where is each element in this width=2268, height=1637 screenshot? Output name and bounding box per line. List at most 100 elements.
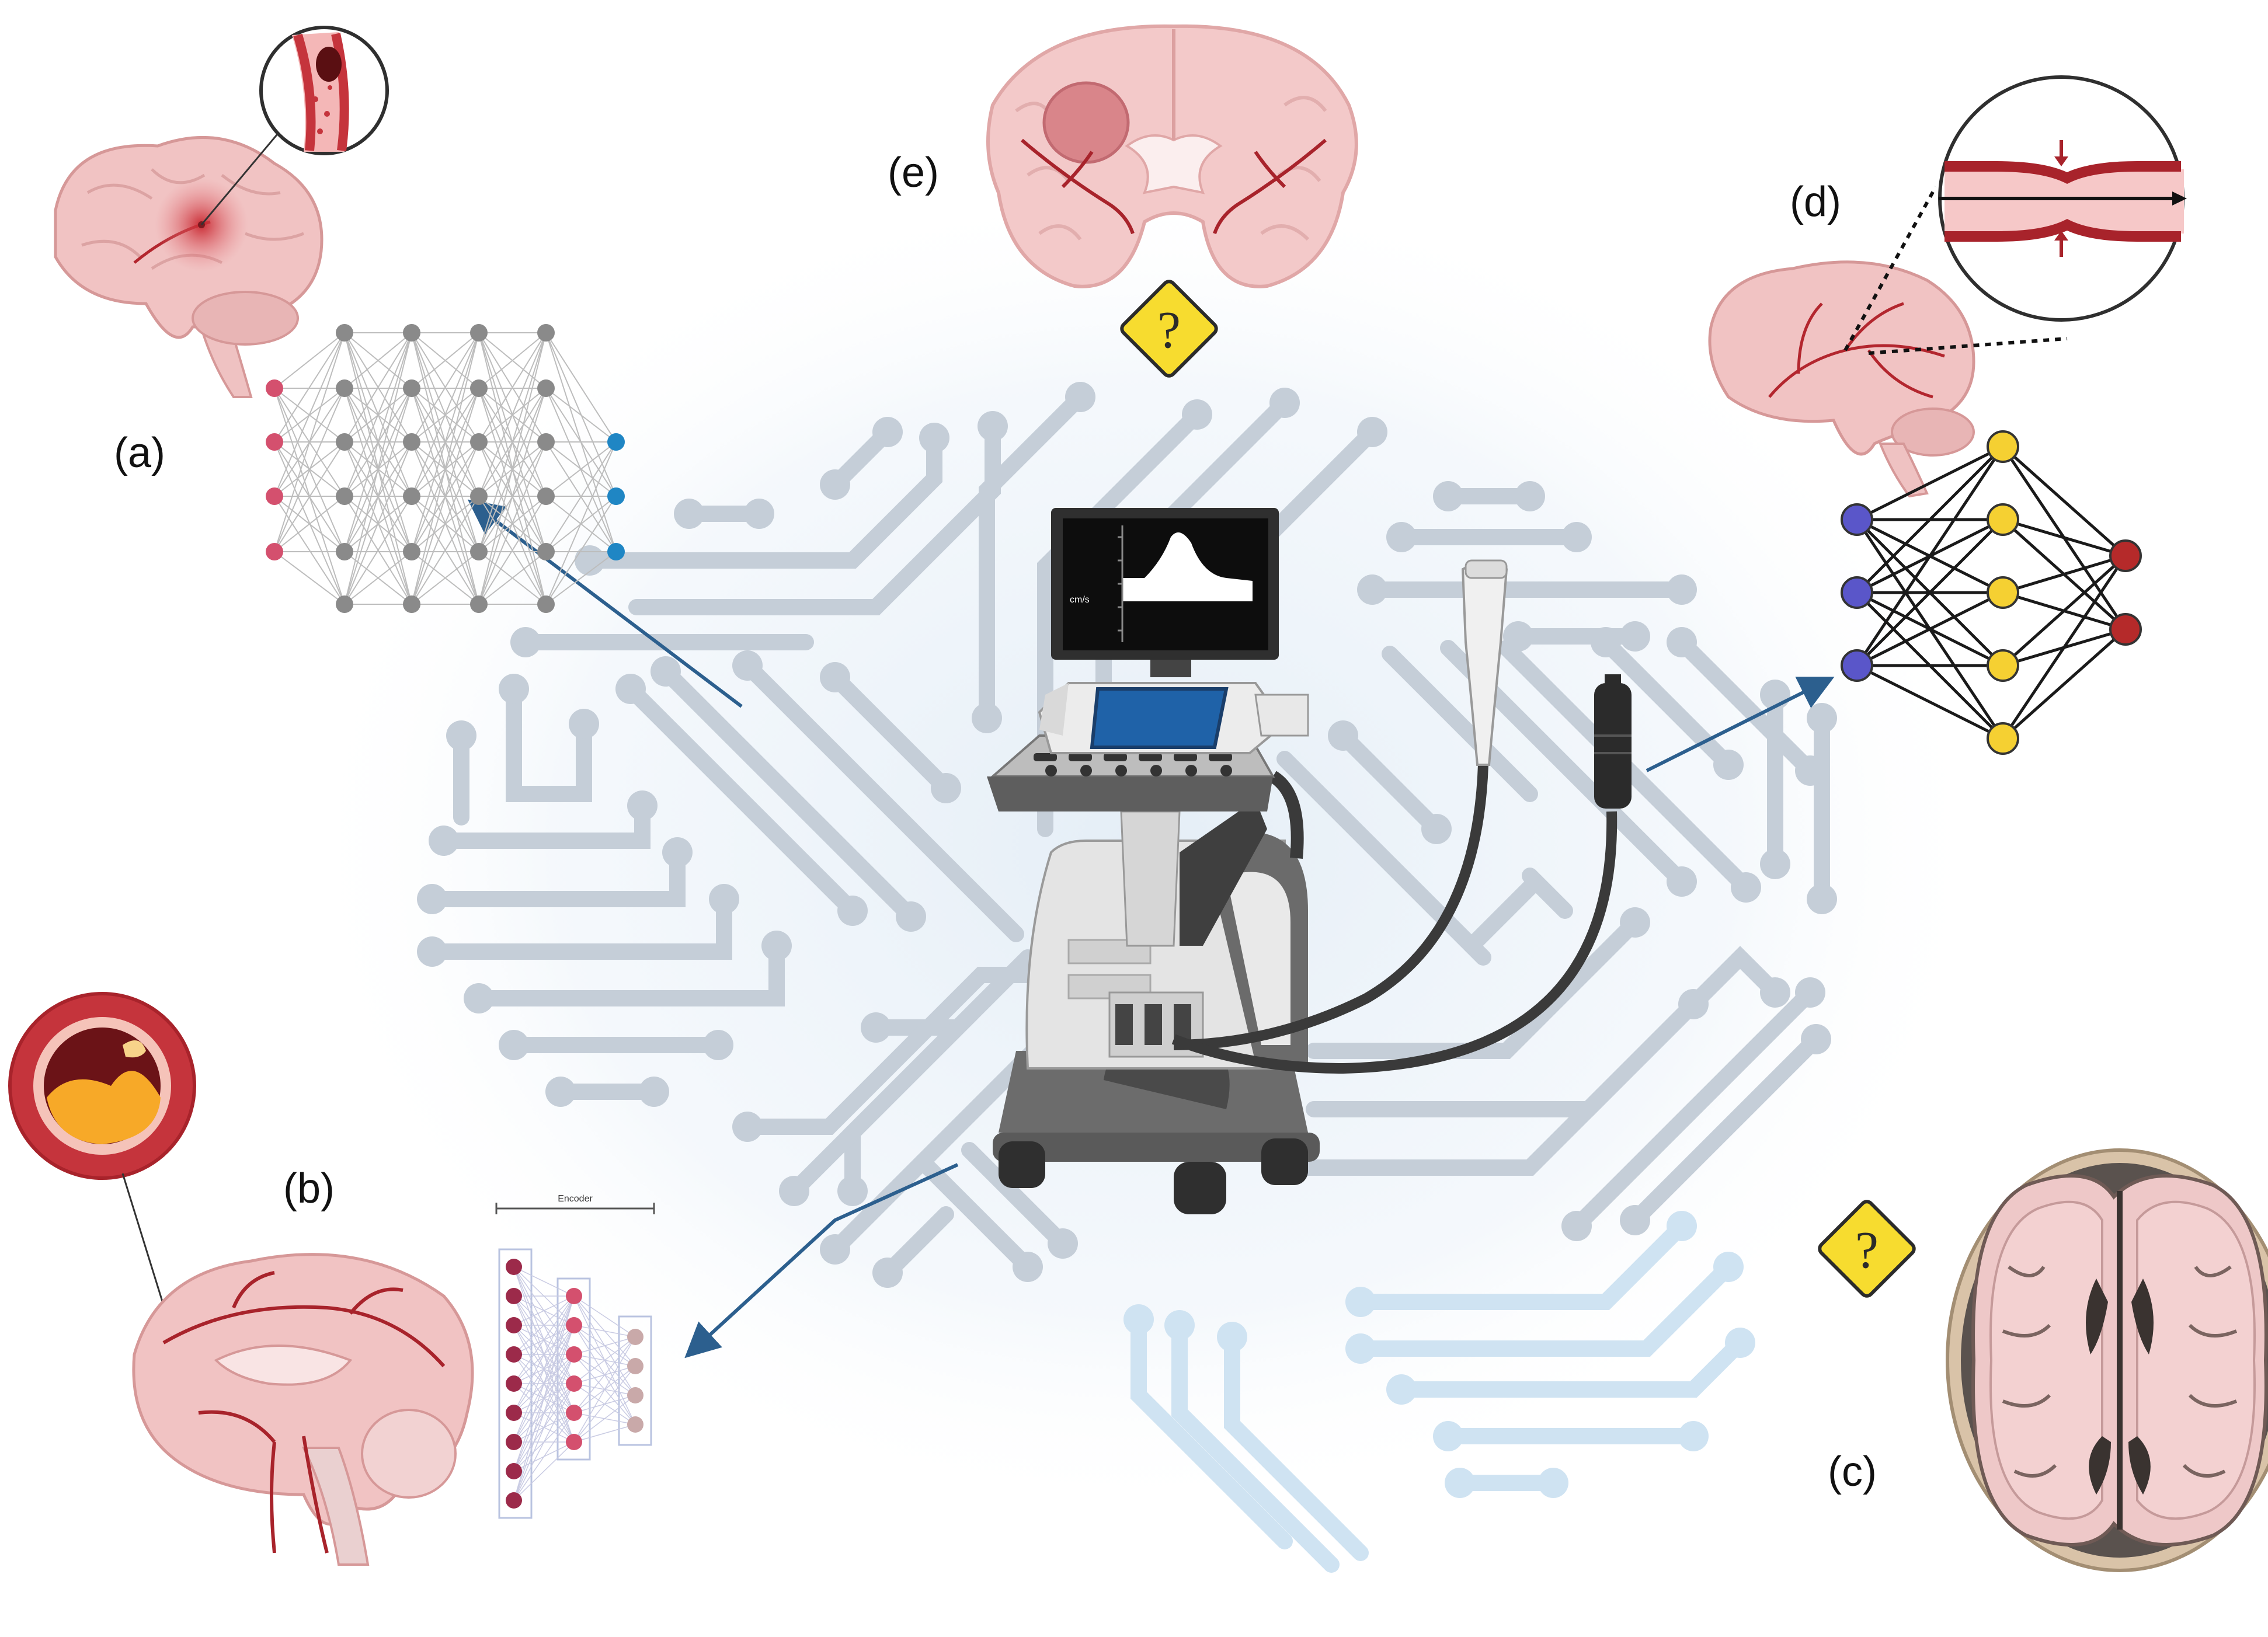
nn-node bbox=[1987, 430, 2019, 463]
label-d: (d) bbox=[1790, 179, 1841, 225]
neural-network-a bbox=[266, 324, 625, 613]
nn-node bbox=[470, 379, 488, 397]
nn-node bbox=[470, 324, 488, 342]
brain-lateral-a bbox=[54, 116, 323, 398]
nn-node bbox=[336, 595, 353, 613]
nn-edge bbox=[2002, 554, 2126, 594]
nn-edge bbox=[478, 332, 547, 389]
stenosis-magnifier bbox=[1938, 75, 2187, 322]
label-b: (b) bbox=[283, 1165, 335, 1212]
clot-vessel-magnifier bbox=[259, 26, 389, 155]
nn-node bbox=[537, 543, 555, 560]
nn-edge bbox=[513, 1295, 575, 1326]
nn-edge bbox=[478, 388, 547, 605]
nn-edge bbox=[411, 551, 479, 605]
nn-edge bbox=[545, 332, 617, 443]
nn-edge bbox=[513, 1295, 575, 1472]
circuit-traces-blue bbox=[1130, 1218, 1748, 1573]
label-c: (c) bbox=[1828, 1448, 1877, 1495]
nn-edge bbox=[344, 441, 412, 605]
nn-node bbox=[506, 1317, 522, 1333]
nn-node bbox=[506, 1434, 522, 1450]
circuit-pads bbox=[417, 382, 1837, 1288]
nn-edge bbox=[2002, 555, 2127, 667]
nn-node bbox=[627, 1416, 643, 1433]
nn-node bbox=[1841, 503, 1873, 536]
nn-edge bbox=[2001, 555, 2127, 740]
nn-node bbox=[470, 487, 488, 505]
nn-edge bbox=[344, 388, 412, 605]
arrows bbox=[467, 499, 1835, 1359]
nn-node bbox=[403, 543, 420, 560]
nn-node bbox=[506, 1259, 522, 1275]
nn-node bbox=[1987, 649, 2019, 682]
nn-edge bbox=[274, 332, 345, 443]
doppler-waveform bbox=[1122, 532, 1253, 601]
nn-node bbox=[537, 433, 555, 451]
nn-edge bbox=[573, 1336, 636, 1413]
nn-edge bbox=[513, 1295, 575, 1355]
nn-edge bbox=[545, 551, 617, 605]
warning-sign-e: ? bbox=[1120, 280, 1218, 378]
panel-a bbox=[54, 26, 625, 613]
nn-edge bbox=[2002, 628, 2127, 740]
nn-node bbox=[266, 379, 283, 397]
monitor-unit-label: cm/s bbox=[1070, 595, 1090, 605]
brain-axial-c bbox=[1946, 1148, 2268, 1572]
nn-edge bbox=[411, 496, 479, 605]
nn-node bbox=[566, 1346, 582, 1363]
nn-node bbox=[607, 543, 625, 560]
nn-node bbox=[506, 1463, 522, 1479]
nn-node bbox=[506, 1405, 522, 1421]
tumor-mass bbox=[1042, 81, 1130, 164]
nn-node bbox=[266, 487, 283, 505]
nn-edge bbox=[274, 551, 345, 605]
nn-edge bbox=[274, 332, 345, 497]
nn-node bbox=[470, 595, 488, 613]
nn-edge bbox=[513, 1383, 575, 1501]
nn-edge bbox=[344, 551, 412, 605]
nn-edge bbox=[344, 332, 412, 552]
nn-edge bbox=[344, 332, 412, 605]
brain-lateral-d bbox=[1708, 186, 2068, 498]
nn-node bbox=[1841, 576, 1873, 609]
nn-edge bbox=[344, 496, 412, 605]
nn-node bbox=[470, 433, 488, 451]
nn-node bbox=[506, 1375, 522, 1392]
ultrasound-machine: cm/s bbox=[987, 508, 1632, 1214]
nn-node bbox=[506, 1346, 522, 1363]
panel-d bbox=[1708, 75, 2187, 755]
nn-node bbox=[1987, 722, 2019, 755]
encoder-layer-box bbox=[618, 1315, 652, 1446]
plaque-cross-section bbox=[8, 992, 196, 1343]
label-a: (a) bbox=[114, 430, 165, 476]
nn-edge bbox=[513, 1295, 575, 1443]
doppler-probe bbox=[1594, 674, 1632, 809]
nn-edge bbox=[274, 332, 345, 389]
nn-edge bbox=[344, 332, 412, 389]
nn-node bbox=[403, 379, 420, 397]
caster-wheels bbox=[999, 1138, 1308, 1214]
nn-edge bbox=[478, 332, 547, 497]
nn-edge bbox=[344, 332, 412, 443]
nn-edge bbox=[513, 1295, 575, 1384]
nn-edge bbox=[478, 551, 547, 605]
nn-edge bbox=[513, 1441, 575, 1501]
nn-node bbox=[336, 379, 353, 397]
nn-node bbox=[537, 324, 555, 342]
nn-edge bbox=[274, 441, 345, 552]
nn-node bbox=[403, 595, 420, 613]
nn-edge bbox=[411, 332, 479, 389]
nn-edge bbox=[411, 332, 479, 443]
nn-edge bbox=[545, 496, 617, 605]
nn-node bbox=[607, 433, 625, 451]
nn-edge bbox=[411, 332, 479, 552]
panel-c: ? bbox=[1818, 1148, 2268, 1572]
nn-edge bbox=[513, 1354, 575, 1501]
nn-edge bbox=[573, 1336, 636, 1355]
nn-edge bbox=[573, 1325, 636, 1338]
nn-edge bbox=[1856, 664, 2004, 740]
nn-edge bbox=[274, 496, 345, 605]
nn-node bbox=[266, 543, 283, 560]
nn-edge bbox=[513, 1266, 575, 1297]
